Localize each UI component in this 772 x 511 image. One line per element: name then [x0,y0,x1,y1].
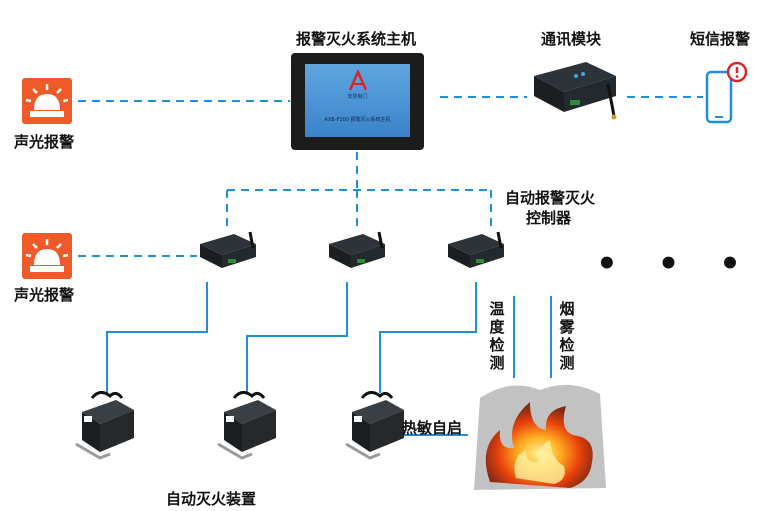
router-icon [200,231,256,268]
wire-router3-device3 [379,282,477,393]
phone-alert-icon [705,61,748,124]
host-logo-text: 安防制门 [347,94,368,100]
controller-label-line2: 控制器 [526,209,572,227]
siren-icon [22,233,72,279]
siren-icon [22,78,72,124]
router-icon [329,231,385,268]
smoke-detect-label: 烟雾检测 [559,300,575,372]
router-icon [448,231,504,268]
sound-light-alarm-label-2: 声光报警 [14,286,75,304]
host-title: 报警灭火系统主机 [296,30,417,48]
host-logo-icon [348,70,368,91]
fire-image [474,384,606,490]
sound-light-alarm-label-1: 声光报警 [14,133,75,151]
touchscreen-host: 安防制门 AXB-F100 报警灭火系统主机 [291,53,424,150]
extinguisher-icon [75,391,134,460]
more-ellipsis: • • • [596,244,755,284]
host-screen: 安防制门 AXB-F100 报警灭火系统主机 [305,64,410,137]
host-screen-caption: AXB-F100 报警灭火系统主机 [324,117,391,123]
comm-module-label: 通讯模块 [541,30,602,48]
wire-router1-device1 [106,282,208,393]
extinguisher-icon [345,391,404,460]
modem-icon [534,62,617,120]
controller-label-line1: 自动报警灭火 [505,189,596,207]
sms-alarm-label: 短信报警 [690,30,751,48]
temp-detect-label: 温度检测 [489,300,505,372]
auto-extinguisher-label: 自动灭火装置 [166,490,257,508]
extinguisher-icon [217,391,276,460]
heat-trigger-label: 热敏自启 [402,419,463,437]
wire-router2-device2 [246,282,348,393]
